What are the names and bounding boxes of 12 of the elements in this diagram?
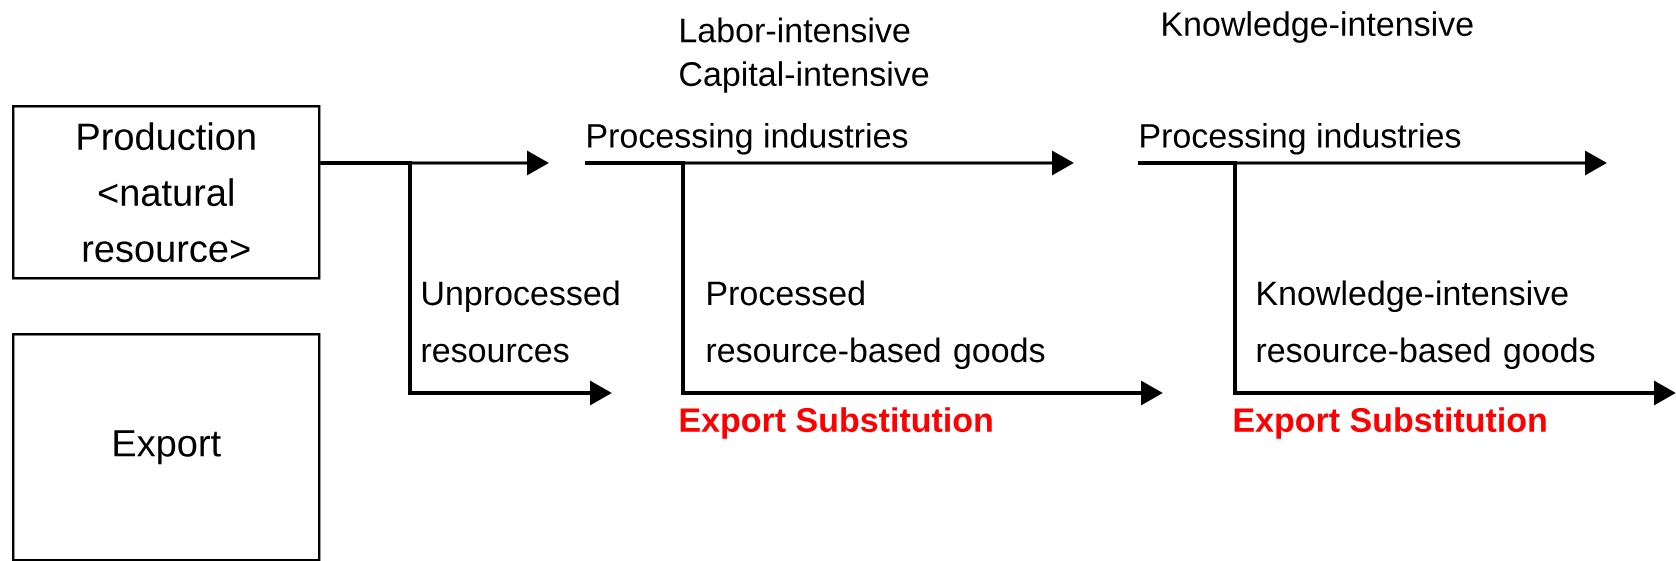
edge-label: Knowledge-intensive resource-based goods bbox=[1257, 280, 1595, 370]
stage-type-label: Knowledge-intensive bbox=[1163, 11, 1473, 43]
stage-type-label: Labor-intensive bbox=[681, 17, 910, 43]
stage-label: Processing industries bbox=[588, 122, 908, 155]
edge-label: Processed resource-based goods bbox=[707, 280, 1045, 370]
stage-type-label: Capital-intensive bbox=[680, 61, 929, 93]
strategy-label: Export Substitution bbox=[680, 407, 992, 439]
process-box: Production <natural resource> bbox=[12, 105, 321, 280]
stage-label: Processing industries bbox=[1141, 122, 1461, 155]
strategy-label: Export Substitution bbox=[1234, 407, 1546, 439]
edge-label: Unprocessed resources bbox=[422, 280, 619, 363]
process-box: Export bbox=[12, 333, 321, 561]
